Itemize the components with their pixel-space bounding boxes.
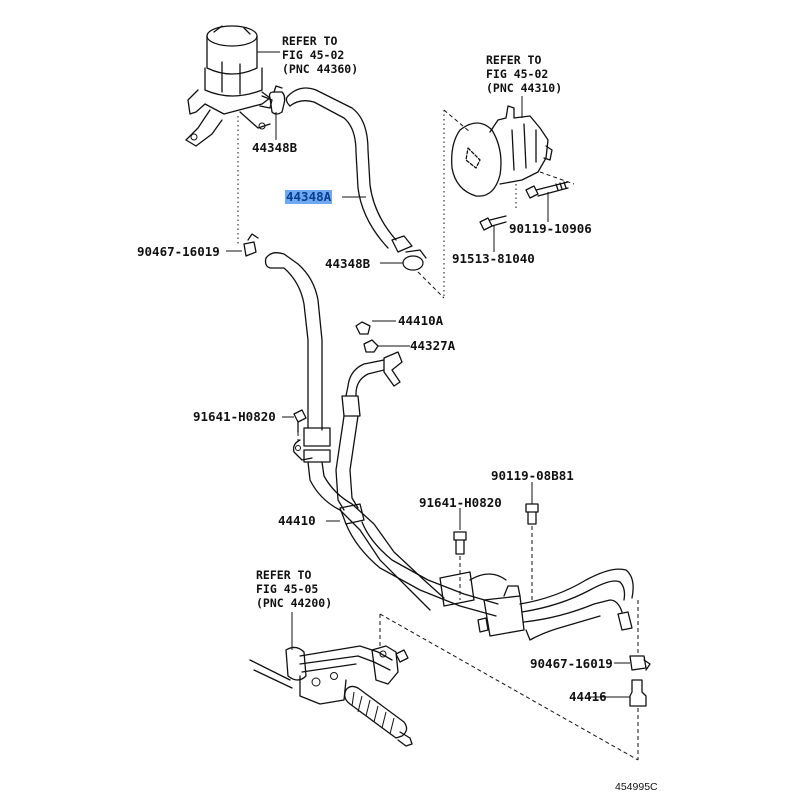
clamp-44348b-upper-drawing <box>268 85 286 140</box>
reservoir-reference-label: REFER TO FIG 45-02 (PNC 44360) <box>282 34 358 76</box>
hose-44348a-drawing <box>285 87 413 253</box>
reference-line: REFER TO <box>486 53 542 67</box>
part-label-90467-16019-upper[interactable]: 90467-16019 <box>137 244 220 259</box>
reference-line: FIG 45-02 <box>282 48 345 62</box>
reference-line: FIG 45-02 <box>486 67 549 81</box>
part-label-44327a[interactable]: 44327A <box>410 338 456 353</box>
right-bolts-drawing <box>453 482 539 600</box>
gear-dash-guide <box>379 613 639 761</box>
reference-line: (PNC 44200) <box>256 596 333 610</box>
part-label-44410a[interactable]: 44410A <box>398 313 444 328</box>
part-label-91641-h0820-left[interactable]: 91641-H0820 <box>193 409 276 424</box>
part-label-44410[interactable]: 44410 <box>278 513 316 528</box>
pump-drawing <box>443 96 575 197</box>
clamp-44348b-lower-drawing <box>380 249 427 271</box>
pressure-tube-drawing <box>326 320 499 617</box>
pump-reference-label: REFER TO FIG 45-02 (PNC 44310) <box>486 53 562 95</box>
part-label-90119-10906[interactable]: 90119-10906 <box>509 221 592 236</box>
hose-bracket-drawing <box>282 409 445 611</box>
part-label-44348b-upper[interactable]: 44348B <box>252 140 298 155</box>
reference-line: REFER TO <box>256 568 312 582</box>
reference-line: (PNC 44360) <box>282 62 359 76</box>
steering-gear-drawing <box>249 612 413 747</box>
part-label-90119-08b81[interactable]: 90119-08B81 <box>491 468 574 483</box>
figure-id: 454995C <box>615 781 658 793</box>
part-label-91641-h0820-right[interactable]: 91641-H0820 <box>419 495 502 510</box>
part-label-44348a-highlighted[interactable]: 44348A <box>285 189 333 204</box>
return-hose-drawing <box>226 233 323 431</box>
gear-reference-label: REFER TO FIG 45-05 (PNC 44200) <box>256 568 332 610</box>
bolt-90119-10906-drawing <box>525 181 569 222</box>
bolt-91513-81040-drawing <box>479 184 517 252</box>
part-label-44348b-lower[interactable]: 44348B <box>325 256 371 271</box>
lower-clip-hose-drawing <box>590 600 651 760</box>
part-label-44416[interactable]: 44416 <box>569 689 607 704</box>
reference-line: FIG 45-05 <box>256 582 319 596</box>
reservoir-drawing <box>185 25 280 147</box>
part-label-90467-16019-lower[interactable]: 90467-16019 <box>530 656 613 671</box>
hose-dash-guide <box>417 271 445 299</box>
reference-line: (PNC 44310) <box>486 81 563 95</box>
valve-block-drawing <box>439 568 634 641</box>
reference-line: REFER TO <box>282 34 338 48</box>
part-label-91513-81040[interactable]: 91513-81040 <box>452 251 535 266</box>
